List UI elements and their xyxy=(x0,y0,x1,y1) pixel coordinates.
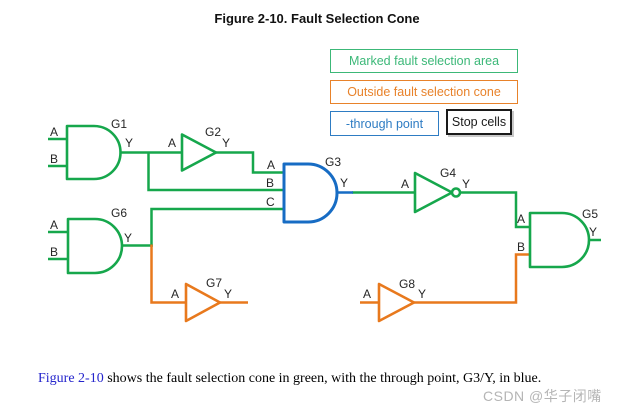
g5-pin-y-label: Y xyxy=(589,225,597,239)
gate-g5-label: G5 xyxy=(582,207,598,221)
legend-marked-fault-area: Marked fault selection area xyxy=(330,49,518,73)
g5-pin-a-label: A xyxy=(517,212,525,226)
g4-pin-y-label: Y xyxy=(462,177,470,191)
gate-g4-inverter xyxy=(413,171,454,214)
csdn-watermark: CSDN @华子闭嘴 xyxy=(483,388,602,404)
gate-g8-buffer xyxy=(377,282,416,323)
gate-labels: G1 A B Y G2 A Y G3 A B C Y G4 A Y G5 A B… xyxy=(50,117,598,301)
wire-g2y-to-g3a xyxy=(216,151,285,174)
g1-pin-b-label: B xyxy=(50,152,58,166)
gate-g1-label: G1 xyxy=(111,117,127,131)
g3-pin-c-label: C xyxy=(266,195,275,209)
wire-g8y-to-g5b xyxy=(414,253,531,304)
gate-g5-and xyxy=(528,211,591,269)
g7-pin-a-label: A xyxy=(171,287,179,301)
g2-pin-a-label: A xyxy=(168,136,176,150)
gate-g3-and-through-point xyxy=(282,162,339,224)
gate-g1-and xyxy=(65,124,122,181)
wires xyxy=(48,137,601,304)
g6-pin-a-label: A xyxy=(50,218,58,232)
g3-pin-b-label: B xyxy=(266,176,274,190)
legend-stop-cells: Stop cells xyxy=(446,109,512,135)
g3-pin-a-label: A xyxy=(267,158,275,172)
caption-text: shows the fault selection cone in green,… xyxy=(103,371,542,386)
wire-g4y-to-g5a xyxy=(460,191,531,229)
g7-pin-y-label: Y xyxy=(224,287,232,301)
g6-pin-y-label: Y xyxy=(124,231,132,245)
legend-through-point: -through point xyxy=(330,111,439,136)
gate-g2-buffer xyxy=(180,133,218,172)
figure-caption: Figure 2-10 shows the fault selection co… xyxy=(38,371,541,387)
g4-pin-a-label: A xyxy=(401,177,409,191)
g1-pin-a-label: A xyxy=(50,125,58,139)
gate-g4-label: G4 xyxy=(440,166,456,180)
gate-g6-label: G6 xyxy=(111,206,127,220)
g2-pin-y-label: Y xyxy=(222,136,230,150)
gate-g3-label: G3 xyxy=(325,155,341,169)
g8-pin-y-label: Y xyxy=(418,287,426,301)
g6-pin-b-label: B xyxy=(50,245,58,259)
g5-pin-b-label: B xyxy=(517,240,525,254)
gate-g6-and xyxy=(66,217,124,275)
wire-g1y-to-g3b xyxy=(147,152,285,192)
g8-pin-a-label: A xyxy=(363,287,371,301)
g3-pin-y-label: Y xyxy=(340,176,348,190)
figure-title: Figure 2-10. Fault Selection Cone xyxy=(214,11,420,26)
legend-outside-cone: Outside fault selection cone xyxy=(330,80,518,104)
gate-g7-label: G7 xyxy=(206,276,222,290)
gate-g4-inverter-bubble xyxy=(450,187,462,198)
wire-g6y-to-g3c xyxy=(150,207,285,247)
gate-g7-buffer xyxy=(184,282,222,323)
g1-pin-y-label: Y xyxy=(125,136,133,150)
gate-g8-label: G8 xyxy=(399,277,415,291)
figure-2-10-link[interactable]: Figure 2-10 xyxy=(38,371,104,386)
gates xyxy=(65,124,591,323)
gate-g2-label: G2 xyxy=(205,125,221,139)
wire-g6y-to-g7a xyxy=(150,244,186,304)
